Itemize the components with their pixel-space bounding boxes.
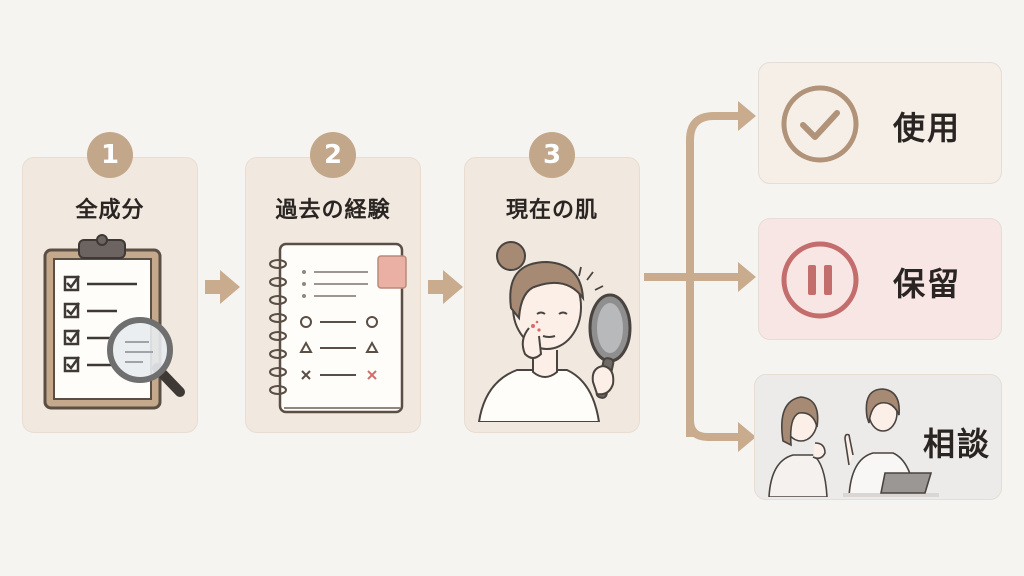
step-card-past-experience: 過去の経験 bbox=[245, 157, 421, 433]
pause-circle-icon bbox=[779, 239, 861, 321]
outcome-card-use: 使用 bbox=[758, 62, 1002, 184]
notebook-record-icon bbox=[264, 230, 414, 420]
step-number-badge: 1 bbox=[87, 132, 133, 178]
step-label: 過去の経験 bbox=[275, 198, 391, 223]
step-card-current-skin: 現在の肌 bbox=[464, 157, 640, 433]
outcome-card-consult: 相談 bbox=[754, 374, 1002, 500]
step-card-ingredients: 全成分 bbox=[22, 157, 198, 433]
step-label: 現在の肌 bbox=[505, 198, 598, 223]
check-circle-icon bbox=[779, 83, 861, 165]
step-label: 全成分 bbox=[75, 198, 145, 223]
clipboard-checklist-magnifier-icon bbox=[37, 230, 187, 420]
outcome-label: 相談 bbox=[923, 425, 992, 463]
consultation-illustration bbox=[763, 381, 943, 497]
outcome-card-hold: 保留 bbox=[758, 218, 1002, 340]
outcome-label: 保留 bbox=[893, 265, 962, 303]
woman-with-mirror-icon bbox=[475, 232, 635, 422]
step-number-badge: 2 bbox=[310, 132, 356, 178]
outcome-label: 使用 bbox=[893, 109, 962, 147]
step-number-badge: 3 bbox=[529, 132, 575, 178]
